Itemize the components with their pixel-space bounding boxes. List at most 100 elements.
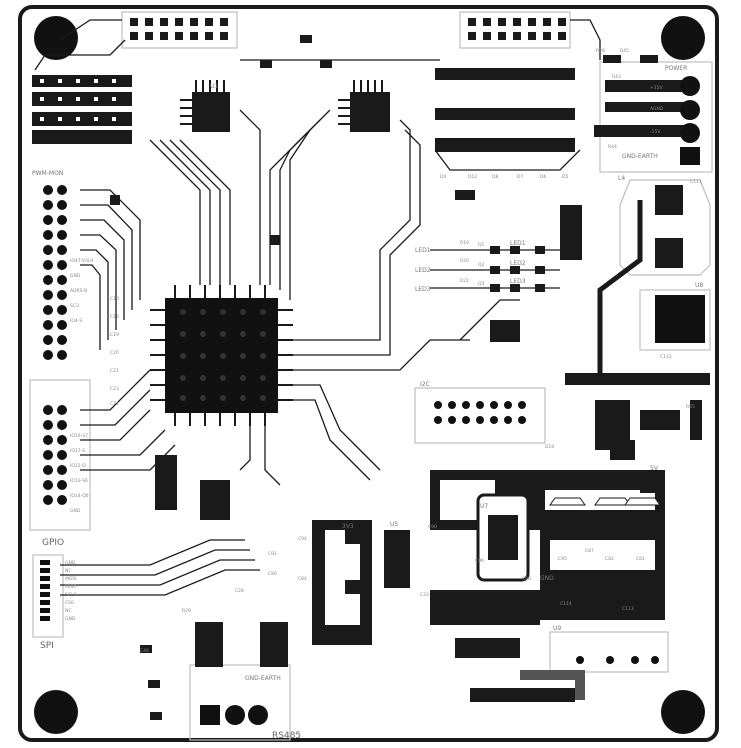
refdes-label: R21 [460, 278, 469, 284]
spi-pin-label: GND [65, 560, 76, 566]
refdes-label: R19 [460, 240, 469, 246]
refdes-label: C90 [428, 524, 437, 530]
l4-core-3 [655, 238, 683, 268]
refdes-label: D6 [540, 174, 546, 180]
refdes-label: C112 [660, 354, 672, 360]
u8-outline [639, 289, 711, 351]
agnd-label: AGND [650, 106, 664, 112]
rs485-terminal [195, 622, 288, 725]
refdes-label: R20 [460, 258, 469, 264]
gpio-pin-label: IO4-S [70, 318, 82, 324]
refdes-label: C21 [110, 368, 119, 374]
gpio-pin-label: GND [70, 273, 81, 279]
spi-pin-label: NC [65, 608, 72, 614]
led-indicators [490, 246, 545, 292]
spi-outline [32, 554, 64, 638]
refdes-label: C20 [110, 350, 119, 356]
pwm-driver-bank-right [435, 68, 575, 152]
refdes-label: C33 [420, 592, 429, 598]
gpio-pin-label: SC3 [70, 303, 79, 309]
gpio-header-pads [43, 185, 67, 505]
gnd-label: GND [540, 575, 554, 582]
power-rail [597, 200, 643, 380]
led2-label: LED2 [415, 267, 431, 274]
refdes-label: C114 [560, 601, 572, 607]
rs485-label: RS485 [272, 731, 301, 741]
ic-u8 [655, 295, 705, 343]
copper-pour-bottom [430, 590, 540, 625]
refdes-label: C94 [298, 536, 307, 542]
refdes-label: Q1 [478, 242, 485, 248]
gpio-pin-label: IO17-S [70, 448, 85, 454]
spi-label: SPI [40, 641, 54, 651]
led3-right-label: LED3 [510, 278, 526, 285]
refdes-label: R29 [182, 608, 191, 614]
refdes-label: D4 [440, 174, 446, 180]
mounting-hole-br [661, 690, 705, 734]
l4-outline [619, 179, 711, 276]
ic-u1 [192, 92, 230, 132]
refdes-label: C81 [636, 556, 645, 562]
spi-pin-label: NC [65, 568, 72, 574]
led2-right-label: LED2 [510, 260, 526, 267]
refdes-label: C98 [522, 576, 531, 582]
refdes-label: C95 [558, 556, 567, 562]
refdes-label: C10 [110, 296, 119, 302]
gpio-pin-label: IO14-D6 [70, 493, 89, 499]
refdes-label: C84 [298, 576, 307, 582]
gpio-label: GPIO [42, 538, 64, 548]
rs485-outline [189, 664, 291, 741]
power-bus-horizontal [565, 373, 710, 385]
top-header2-outline [459, 11, 571, 49]
u5-label: U5 [390, 521, 398, 528]
gpio-pin-label: IO16-S7 [70, 433, 88, 439]
gpio-pin-label: IO12-D [70, 463, 86, 469]
refdes-label: C48 [140, 648, 149, 654]
refdes-label: D10 [545, 444, 554, 450]
refdes-label: Q3 [478, 281, 485, 287]
gnd-earth-bottom-label: GND-EARTH [245, 675, 281, 682]
5v-label: 5V [650, 465, 659, 472]
pwm-mon-label: PWM-MON [32, 170, 63, 177]
led1-right-label: LED1 [510, 240, 526, 247]
mounting-hole-tr [661, 16, 705, 60]
power-label: POWER [665, 65, 687, 72]
refdes-label: D7 [517, 174, 523, 180]
spi-pin-label: SCLK [65, 592, 78, 598]
refdes-label: C24 [110, 401, 119, 407]
refdes-label: C18 [110, 314, 119, 320]
gpio-pin-label: GND [70, 508, 81, 514]
mounting-hole-tl [34, 16, 78, 60]
i2c-pads [434, 401, 526, 424]
i2c-outline [414, 387, 546, 444]
3v3-label: 3V3 [342, 523, 354, 530]
gnd-earth-top-label: GND-EARTH [622, 153, 658, 160]
refdes-label: C96 [475, 558, 484, 564]
spi-pin-label: GND [65, 616, 76, 622]
minus15v-label: -15V [650, 129, 661, 135]
refdes-label: Q2 [478, 262, 485, 268]
spi-pin-label: CS0 [65, 600, 74, 606]
u9-outline [549, 631, 669, 673]
top-header-pads [130, 18, 566, 40]
gpio-pin-label: IO13-S6 [70, 478, 88, 484]
gpio-pin-label: ADRS-B [70, 288, 87, 294]
mounting-hole-bl [34, 690, 78, 734]
pwm-driver-bank-left [32, 75, 132, 144]
i2c-label: I2C [420, 381, 430, 388]
l4-core-2 [655, 185, 683, 215]
u9-label: U9 [553, 625, 561, 632]
refdes-label: C23 [110, 386, 119, 392]
refdes-label: C19 [110, 332, 119, 338]
spi-pin-label: MOSI [65, 576, 77, 582]
refdes-label: R44 [608, 144, 617, 150]
gpio-pin-label: IO47-V3L9 [70, 258, 93, 264]
refdes-label: C113 [622, 606, 634, 612]
refdes-label: C80 [268, 571, 277, 577]
refdes-label: D12 [468, 174, 477, 180]
ic-u2 [350, 92, 390, 132]
refdes-label: D5 [562, 174, 568, 180]
refdes-label: R28 [596, 48, 605, 54]
ic-u5 [384, 530, 410, 588]
